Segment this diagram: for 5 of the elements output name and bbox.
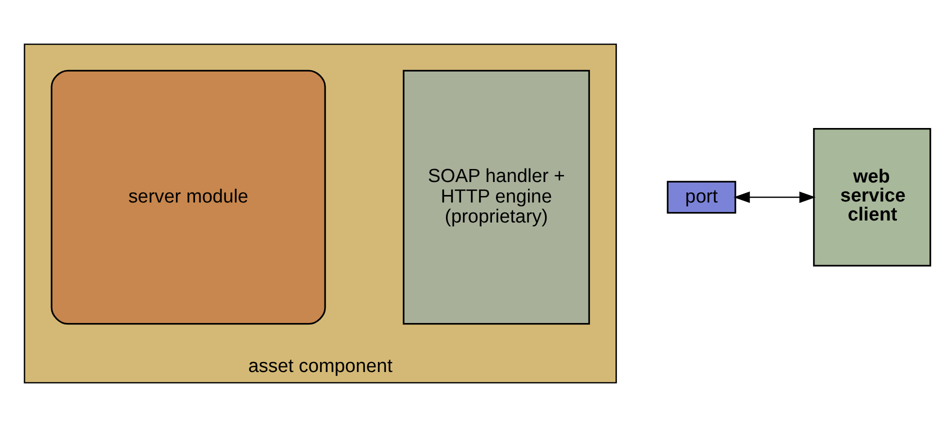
node-box: port (666, 180, 736, 214)
arrow (734, 192, 816, 203)
node-box: web service client (813, 128, 932, 266)
node-box: SOAP handler + HTTP engine (proprietary) (402, 70, 590, 325)
node-box: server module (50, 70, 326, 325)
